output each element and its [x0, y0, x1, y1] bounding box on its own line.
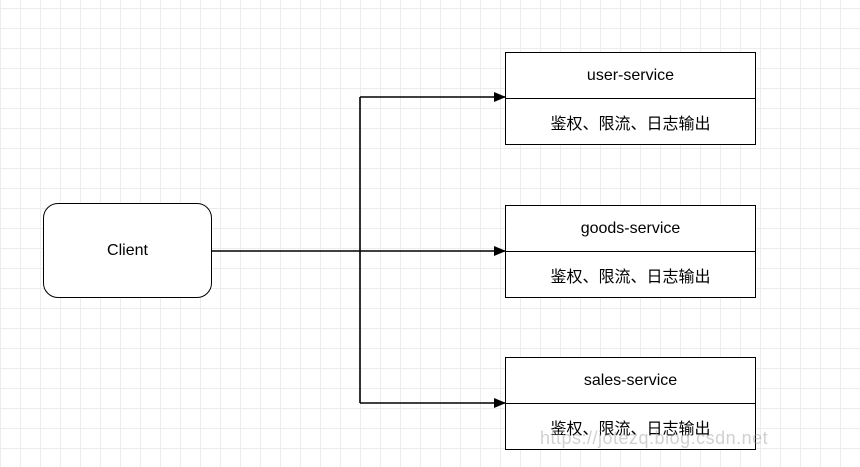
- service-features: 鉴权、限流、日志输出: [550, 268, 711, 286]
- client-label: Client: [107, 241, 148, 259]
- service-name: user-service: [506, 53, 755, 99]
- goods-service-node: goods-service 鉴权、限流、日志输出: [505, 205, 756, 298]
- user-service-node: user-service 鉴权、限流、日志输出: [505, 52, 756, 145]
- service-name: sales-service: [506, 358, 755, 404]
- sales-service-node: sales-service 鉴权、限流、日志输出: [505, 357, 756, 450]
- client-node: Client: [43, 203, 212, 298]
- service-name: goods-service: [506, 206, 755, 252]
- service-features: 鉴权、限流、日志输出: [550, 420, 711, 438]
- service-features: 鉴权、限流、日志输出: [550, 115, 711, 133]
- watermark-text: https://jotezq.blog.csdn.net: [540, 428, 769, 448]
